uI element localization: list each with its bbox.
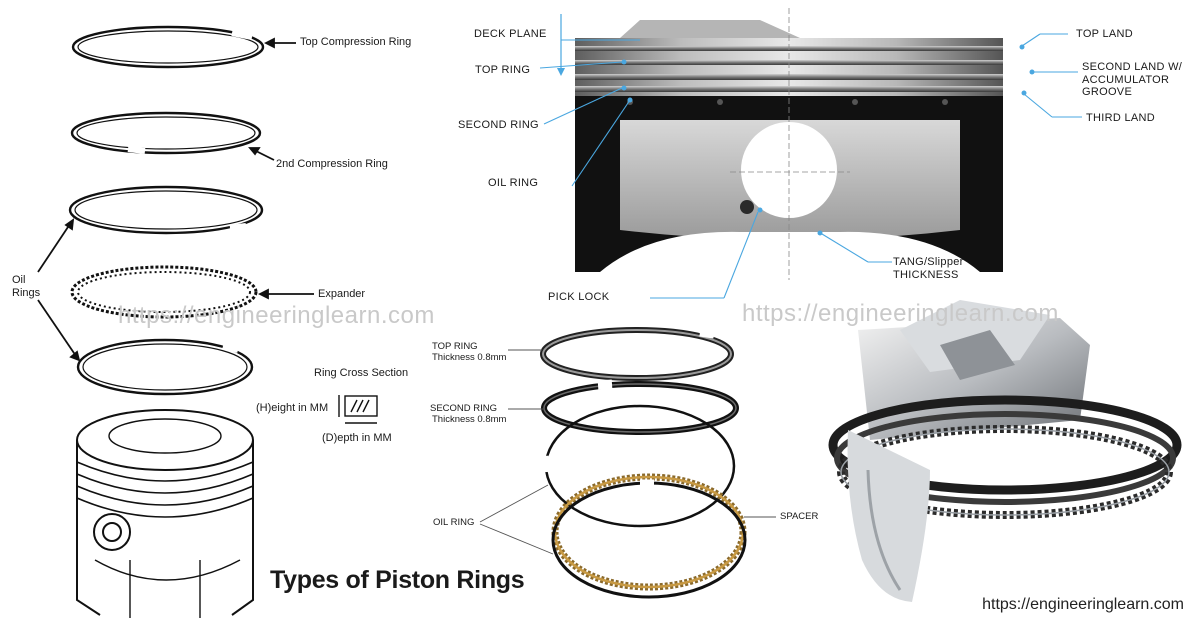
watermark-right: https://engineeringlearn.com <box>742 300 1059 327</box>
piston-photo <box>828 300 1182 602</box>
top-compression-ring <box>71 25 265 69</box>
piston-sketch <box>76 409 254 618</box>
ringset-leaders <box>479 349 776 555</box>
label-deck-plane: DECK PLANE <box>474 28 547 40</box>
label-second-land: SECOND LAND W/ ACCUMULATOR GROOVE <box>1082 61 1183 99</box>
label-top-compression-ring: Top Compression Ring <box>300 36 412 48</box>
label-top-land: TOP LAND <box>1076 28 1134 40</box>
ringset-oil-rail-upper <box>541 404 736 528</box>
label-pick-lock: PICK LOCK <box>548 291 610 303</box>
label-ringset-second-thickness: Thickness 0.8mm <box>432 414 507 425</box>
ringset-second-ring <box>541 379 739 435</box>
ringset-top-ring <box>540 327 734 381</box>
label-cross-depth: (D)epth in MM <box>322 432 392 444</box>
second-compression-ring <box>70 111 262 155</box>
label-oil-rings: Oil Rings <box>12 274 41 299</box>
credit-url: https://engineeringlearn.com <box>982 596 1184 613</box>
ringset-oil-rail-lower <box>551 479 747 599</box>
expander-ring <box>70 265 258 319</box>
label-cross-height: (H)eight in MM <box>256 402 329 414</box>
label-ringset-spacer: SPACER <box>780 511 819 522</box>
piston-leaders <box>539 33 1082 299</box>
exploded-ring-set <box>479 327 776 599</box>
label-oil-ring: OIL RING <box>488 177 539 189</box>
piston-cutaway-drawing <box>539 8 1082 299</box>
label-ringset-oil-ring: OIL RING <box>433 517 475 528</box>
label-top-ring: TOP RING <box>475 64 531 76</box>
label-cross-section-title: Ring Cross Section <box>314 367 409 379</box>
label-ringset-top-thickness: Thickness 0.8mm <box>432 352 507 363</box>
label-third-land: THIRD LAND <box>1086 112 1156 124</box>
oil-rail-lower <box>76 338 254 396</box>
left-line-drawing <box>37 25 378 618</box>
ring-cross-section-box <box>338 395 378 424</box>
label-tang-thickness: TANG/Slipper THICKNESS <box>893 256 964 281</box>
ringset-spacer <box>551 473 747 591</box>
label-ringset-second-ring: SECOND RING <box>430 403 498 414</box>
left-leaders <box>37 37 314 362</box>
label-second-ring: SECOND RING <box>458 119 539 131</box>
oil-rail-upper <box>68 185 264 235</box>
watermark-left: https://engineeringlearn.com <box>118 302 435 329</box>
label-expander: Expander <box>318 288 366 300</box>
label-ringset-top-ring: TOP RING <box>432 341 478 352</box>
figure-title: Types of Piston Rings <box>270 566 525 594</box>
label-second-compression-ring: 2nd Compression Ring <box>276 158 388 170</box>
